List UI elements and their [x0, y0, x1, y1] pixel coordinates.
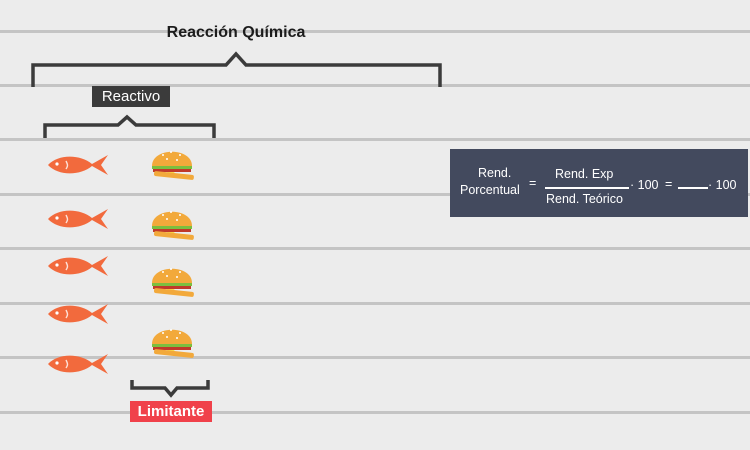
formula-numerator: Rend. Exp	[555, 167, 614, 181]
burger-icon	[152, 268, 194, 297]
reaction-title: Reacción Química	[166, 24, 306, 41]
fish-icon	[48, 354, 108, 374]
formula-times-100-b: · 100	[708, 178, 737, 192]
fish-icon	[48, 155, 108, 175]
limiting-bracket	[130, 380, 210, 398]
ruled-line	[0, 411, 750, 414]
fraction-bar-empty	[678, 187, 708, 189]
fish-icon	[48, 304, 108, 324]
burger-icon	[152, 211, 194, 240]
ruled-line	[0, 247, 750, 250]
ruled-line	[0, 302, 750, 305]
limiting-reactant-label: Limitante	[130, 401, 212, 422]
reaction-bracket	[31, 51, 442, 87]
formula-denominator: Rend. Teórico	[546, 192, 623, 206]
reactant-bracket	[43, 114, 216, 138]
ruled-line	[0, 356, 750, 359]
formula-equals-2: =	[665, 177, 673, 191]
fraction-bar	[545, 187, 629, 189]
formula-lhs-line1: Rend.	[478, 166, 512, 180]
formula-times-100: · 100	[630, 178, 659, 192]
fish-icon	[48, 256, 108, 276]
burger-icon	[152, 329, 194, 358]
ruled-line	[0, 193, 750, 196]
fish-icon	[48, 209, 108, 229]
formula-lhs-line2: Porcentual	[460, 183, 520, 197]
formula-equals: =	[529, 176, 537, 190]
percent-yield-formula: Rend. Porcentual = Rend. Exp Rend. Teóri…	[450, 149, 748, 217]
ruled-line	[0, 30, 750, 33]
ruled-line	[0, 138, 750, 141]
burger-icon	[152, 151, 194, 180]
reactant-label: Reactivo	[92, 86, 170, 107]
